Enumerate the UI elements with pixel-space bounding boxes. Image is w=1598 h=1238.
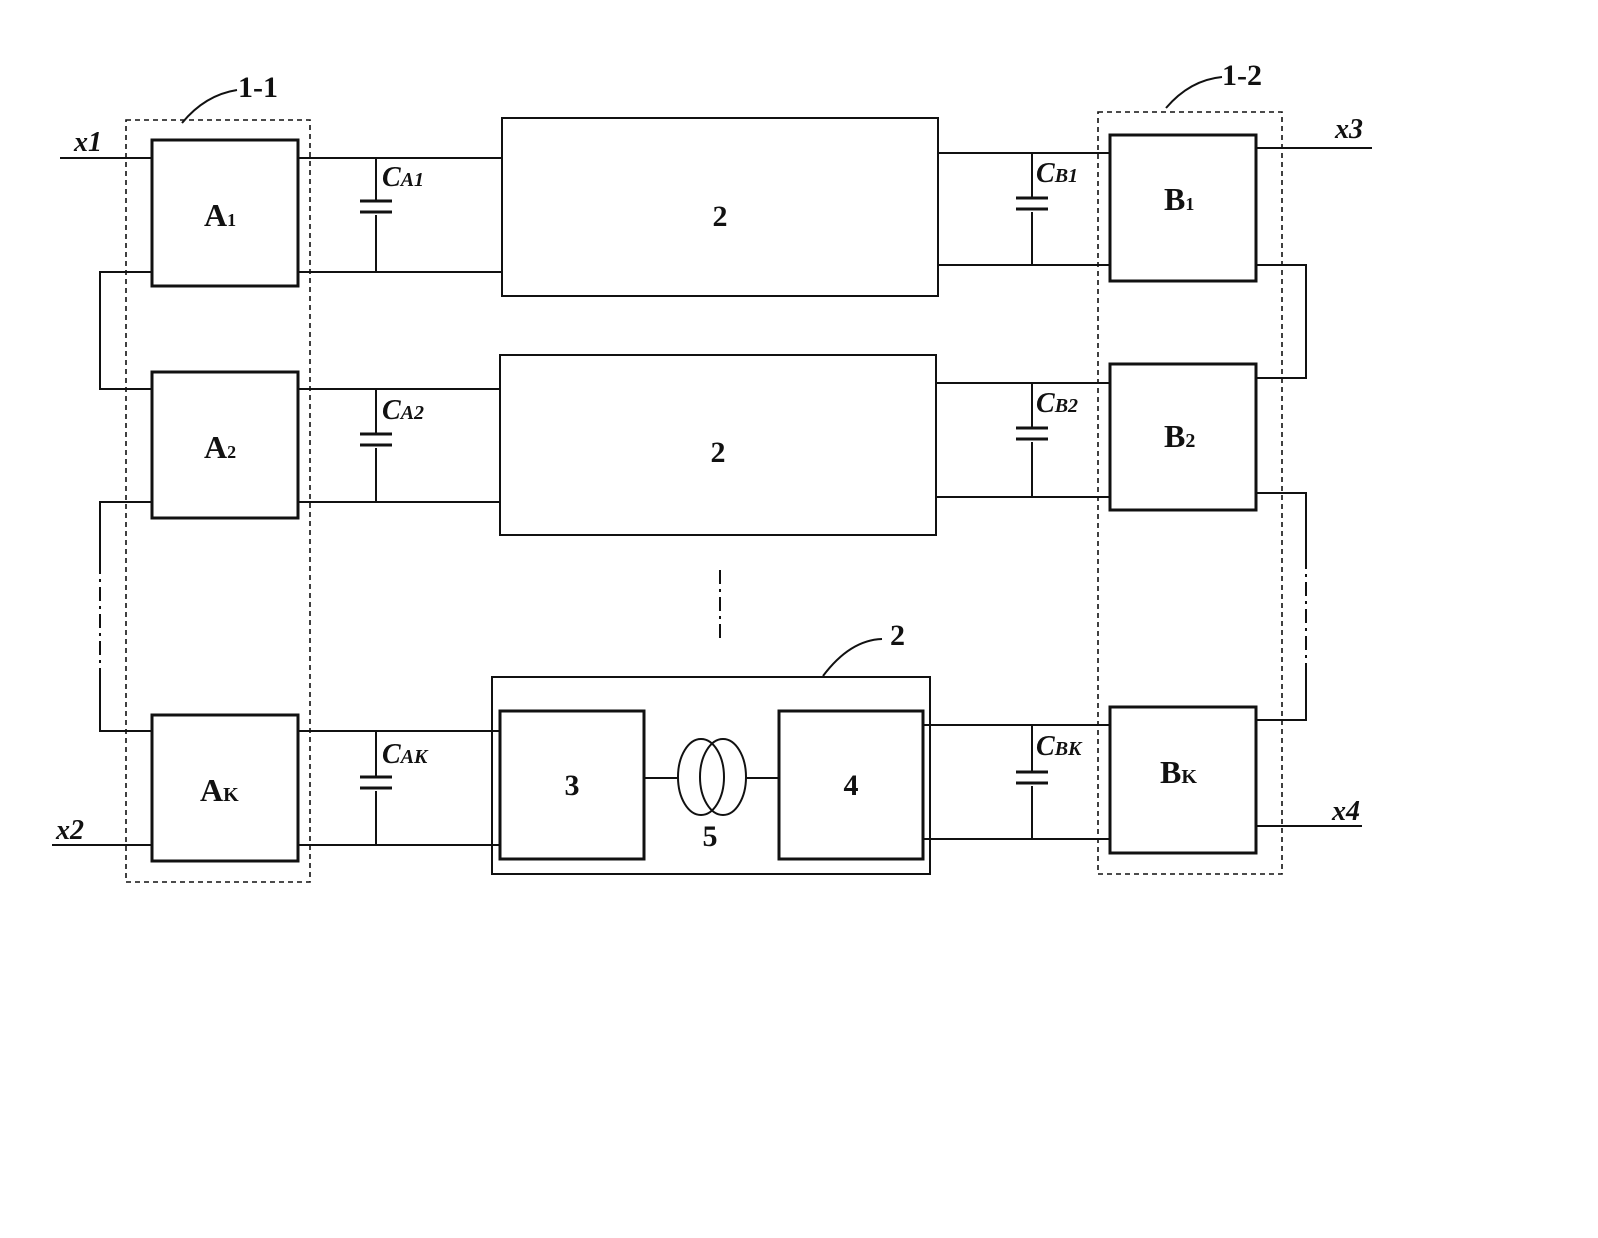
block-ak	[150, 713, 300, 863]
module-2-label: 2	[890, 619, 905, 652]
module-2-leader	[822, 638, 883, 677]
group-1-2-label: 1-2	[1222, 59, 1262, 92]
converter-3	[498, 709, 646, 861]
group-1-2-leader	[1165, 76, 1223, 109]
terminal-x3-label: x3	[1334, 114, 1363, 145]
module-row1-label: 2	[713, 200, 728, 233]
converter-3-label: 3	[565, 769, 580, 802]
block-ak-label: AK	[200, 772, 239, 808]
block-a2	[150, 370, 300, 520]
group-1-1-leader	[181, 89, 238, 124]
group-1-1-outline	[125, 119, 311, 883]
transformer-5-label: 5	[703, 820, 718, 853]
block-b1-label: B1	[1164, 181, 1194, 217]
terminal-x4-label: x4	[1331, 796, 1360, 827]
block-bk-label: BK	[1160, 754, 1197, 790]
module-2-row2	[499, 354, 937, 536]
block-a1-label: A1	[204, 197, 236, 233]
cap-b2-label: CB2	[1036, 388, 1078, 419]
cap-a2-label: CA2	[382, 395, 424, 426]
block-b2-label: B2	[1164, 418, 1195, 454]
block-a2-label: A2	[204, 429, 236, 465]
group-1-2-outline	[1097, 111, 1283, 875]
converter-4-label: 4	[844, 769, 859, 802]
cap-a1-label: CA1	[382, 162, 424, 193]
cap-b1-label: CB1	[1036, 158, 1078, 189]
module-row2-label: 2	[711, 436, 726, 469]
cap-ak-label: CAK	[382, 739, 429, 770]
module-2-rowk	[491, 676, 931, 875]
block-bk	[1108, 705, 1258, 855]
block-a1	[150, 138, 300, 288]
module-2-row1	[501, 117, 939, 297]
block-b1	[1108, 133, 1258, 283]
terminal-x1-label: x1	[73, 127, 102, 158]
group-1-1-label: 1-1	[238, 71, 278, 104]
terminal-x2-label: x2	[55, 815, 84, 846]
cap-bk-label: CBK	[1036, 731, 1083, 762]
block-b2	[1108, 362, 1258, 512]
converter-4	[777, 709, 925, 861]
